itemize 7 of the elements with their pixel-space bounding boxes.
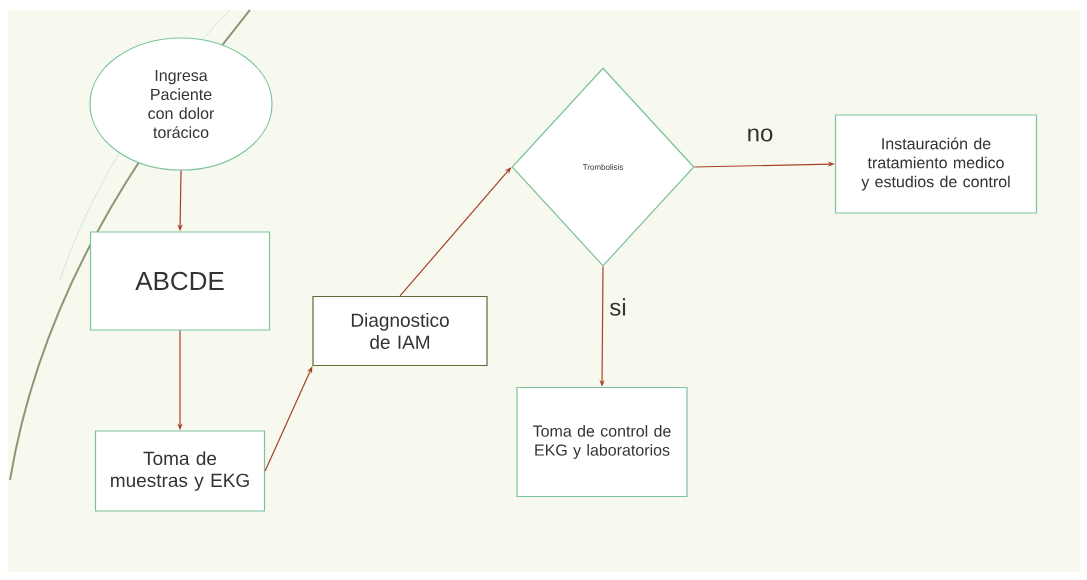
process-box: Toma de muestras y EKG (94, 430, 266, 512)
edge-label: no (748, 128, 773, 142)
process-box: Instauración de tratamiento medico y estudios de control (834, 114, 1038, 214)
process-box: Diagnostico de IAM (312, 295, 488, 367)
edge-label: si (610, 298, 626, 316)
process-box: Toma de control de EKG y laboratorios (516, 386, 688, 498)
process-box: ABCDE (89, 231, 271, 331)
